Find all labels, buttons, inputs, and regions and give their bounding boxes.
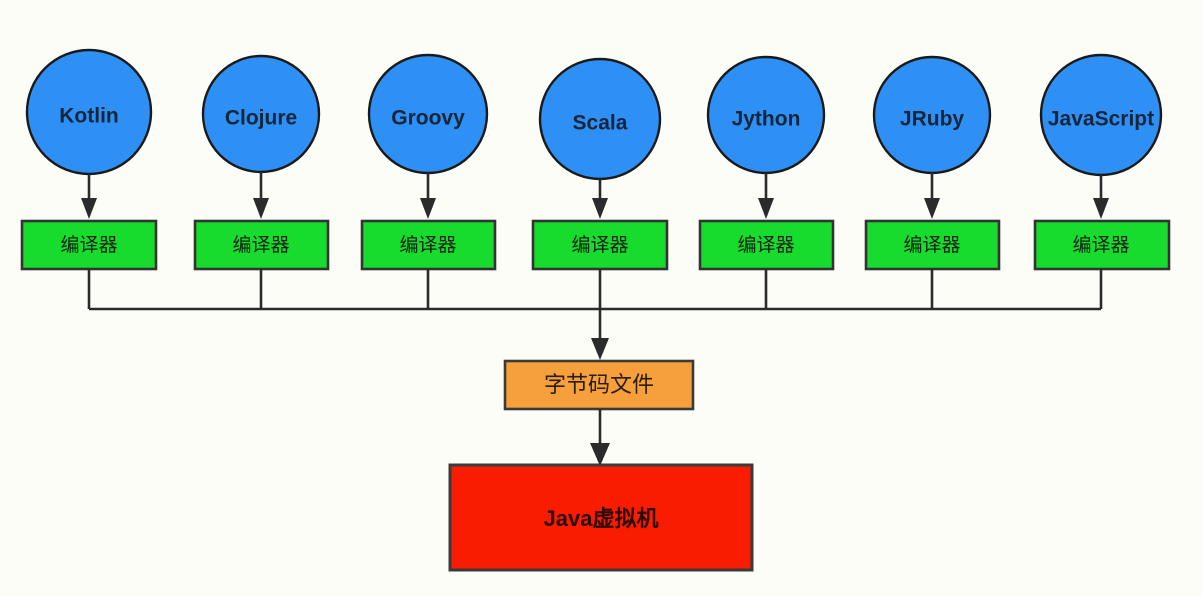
language-node-jython[interactable]: Jython [706,55,826,175]
compiler-label: 编译器 [737,234,794,256]
bytecode-box[interactable] [503,359,695,411]
arrow-jython-to-compiler [758,173,774,219]
language-node-kotlin[interactable]: Kotlin [25,48,153,176]
compiler-box[interactable] [360,219,497,271]
language-label: Clojure [225,107,297,130]
compiler-node-kotlin[interactable]: 编译器 [20,219,158,271]
arrow-javascript-to-compiler [1093,175,1109,219]
compiler-label: 编译器 [1072,234,1129,256]
compiler-box[interactable] [1033,219,1171,271]
language-label: Kotlin [59,105,118,128]
compiler-node-jruby[interactable]: 编译器 [864,219,1001,271]
language-to-compiler-arrows-group [81,172,1109,219]
compiler-box[interactable] [864,219,1001,271]
language-node-javascript[interactable]: JavaScript [1039,53,1163,177]
compiler-box[interactable] [698,219,835,271]
compiler-node-scala[interactable]: 编译器 [531,219,669,271]
compiler-node-clojure[interactable]: 编译器 [193,219,330,271]
compiler-nodes-group: 编译器 编译器 编译器 编译器 编译器 编译器 [20,219,1171,271]
arrow-kotlin-to-compiler [81,174,97,219]
language-label: Groovy [391,107,465,130]
compiler-bus-group [87,269,1103,360]
compiler-label: 编译器 [60,234,117,256]
compiler-label: 编译器 [903,234,960,256]
bytecode-node[interactable]: 字节码文件 [503,359,695,411]
language-label: Jython [732,108,801,131]
language-label: JavaScript [1048,108,1154,131]
language-node-groovy[interactable]: Groovy [367,53,489,175]
compiler-label: 编译器 [232,234,289,256]
language-label: Scala [573,112,628,135]
arrow-head-to-bytecode [591,338,609,360]
compiler-label: 编译器 [571,234,628,256]
language-label: JRuby [900,108,965,131]
compiler-box[interactable] [193,219,330,271]
jvm-box[interactable] [448,463,754,572]
arrow-scala-to-compiler [592,179,608,219]
compiler-node-jython[interactable]: 编译器 [698,219,835,271]
arrow-groovy-to-compiler [420,173,436,219]
language-node-jruby[interactable]: JRuby [872,55,992,175]
arrow-clojure-to-compiler [253,172,269,219]
language-node-scala[interactable]: Scala [538,57,662,181]
jvm-node[interactable]: Java虚拟机 [448,463,754,572]
compiler-box[interactable] [20,219,158,271]
compiler-node-javascript[interactable]: 编译器 [1033,219,1171,271]
language-nodes-group: Kotlin Clojure Groovy Scala Jython JRuby [25,48,1163,181]
arrow-jruby-to-compiler [924,173,940,219]
bytecode-label: 字节码文件 [544,372,654,397]
compiler-label: 编译器 [399,234,456,256]
jvm-label: Java虚拟机 [544,506,659,531]
arrow-bytecode-to-jvm [590,409,610,466]
language-node-clojure[interactable]: Clojure [201,54,321,174]
compiler-node-groovy[interactable]: 编译器 [360,219,497,271]
